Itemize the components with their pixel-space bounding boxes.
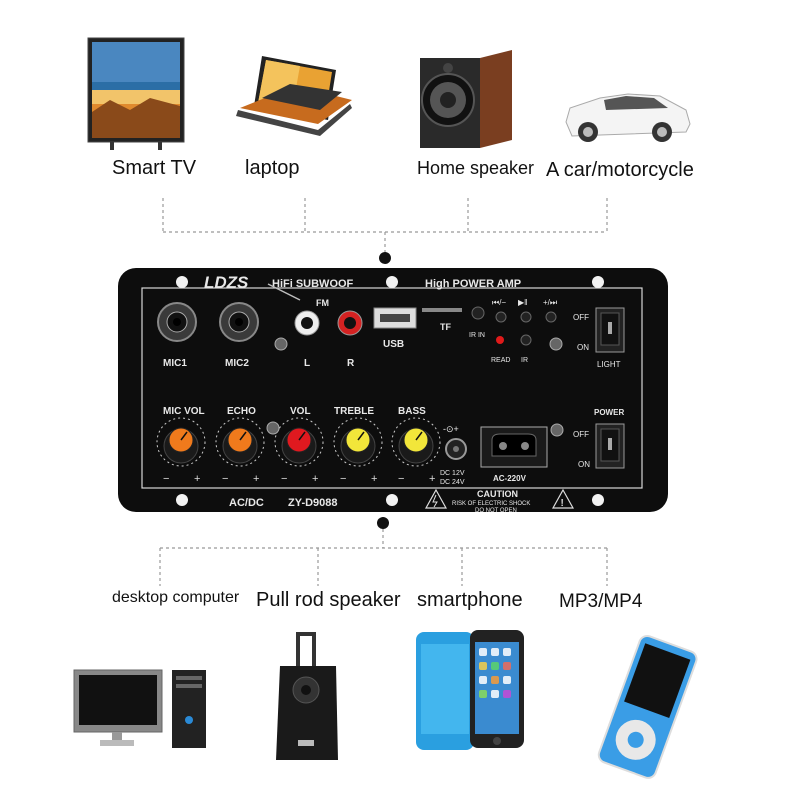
power-on-label: ON — [578, 460, 590, 469]
rca-r-label: R — [347, 358, 355, 369]
mp3-player-icon — [597, 634, 698, 779]
knob-plus-mark: + — [371, 473, 377, 485]
dc-jack-polarity: -⊙+ — [443, 424, 459, 434]
pull-rod-speaker-icon — [276, 632, 338, 760]
fm-antenna-post — [274, 337, 288, 351]
knob-minus-mark: − — [163, 473, 169, 485]
caution-line2: DO NOT OPEN — [475, 508, 517, 514]
title-right: High POWER AMP — [425, 278, 521, 290]
mic2-jack[interactable] — [219, 302, 259, 342]
desktop-computer-icon — [73, 669, 206, 748]
knob-plus-mark: + — [312, 473, 318, 485]
ir-label: IR — [521, 357, 528, 364]
knob-label-vol: VOL — [290, 406, 311, 417]
top-connector-lines — [162, 198, 608, 264]
brand-logo: LDZS — [204, 273, 249, 292]
car-icon — [565, 93, 691, 142]
device-label-car: A car/motorcycle — [546, 159, 694, 181]
warning-icon-left — [424, 488, 448, 509]
power-screw — [550, 423, 564, 437]
dc-12v-label: DC 12V — [440, 470, 465, 477]
model-acdc: AC/DC — [229, 497, 264, 509]
mic1-label: MIC1 — [163, 358, 187, 369]
knob-label-treble: TREBLE — [334, 406, 374, 417]
rca-l-label: L — [304, 358, 310, 369]
light-on-label: ON — [577, 343, 589, 352]
light-switch[interactable] — [595, 307, 625, 353]
light-off-label: OFF — [573, 313, 589, 322]
rca-left-jack[interactable] — [294, 310, 320, 336]
device-label-mp3: MP3/MP4 — [559, 591, 643, 612]
ir-in-port — [471, 306, 485, 320]
warning-icon-right: ! — [551, 488, 575, 509]
caution-title: CAUTION — [477, 489, 518, 499]
device-label-smart-tv: Smart TV — [112, 157, 197, 179]
knob-screw — [266, 421, 280, 435]
prev-button[interactable] — [495, 311, 507, 323]
ac-power-socket[interactable] — [480, 426, 548, 468]
knob-label-bass: BASS — [398, 406, 426, 417]
usb-label: USB — [383, 339, 404, 350]
smart-tv-icon — [87, 37, 185, 150]
knob-mic-vol[interactable]: −+ — [156, 417, 206, 485]
knob-minus-mark: − — [222, 473, 228, 485]
knob-vol[interactable]: −+ — [274, 417, 324, 485]
knob-treble[interactable]: −+ — [333, 417, 383, 485]
device-label-smartphone: smartphone — [417, 589, 523, 611]
tf-label: TF — [440, 322, 451, 332]
next-button[interactable] — [545, 311, 557, 323]
ir-in-label: IR IN — [469, 332, 485, 339]
laptop-icon — [236, 56, 352, 136]
knob-echo[interactable]: −+ — [215, 417, 265, 485]
light-screw — [549, 337, 563, 351]
rca-right-jack[interactable] — [337, 310, 363, 336]
knob-minus-mark: − — [340, 473, 346, 485]
knob-label-mic-vol: MIC VOL — [163, 406, 205, 417]
home-speaker-icon — [420, 50, 512, 148]
read-label: READ — [491, 357, 510, 364]
device-label-pull-rod-speaker: Pull rod speaker — [256, 589, 401, 611]
mic1-jack[interactable] — [157, 302, 197, 342]
knob-label-echo: ECHO — [227, 406, 256, 417]
model-number: ZY-D9088 — [288, 497, 338, 509]
knob-minus-mark: − — [281, 473, 287, 485]
tf-slot[interactable] — [422, 308, 462, 312]
knob-plus-mark: + — [194, 473, 200, 485]
read-led — [496, 336, 504, 344]
next-button-label: +/⏭ — [543, 298, 557, 307]
knob-bass[interactable]: −+ — [391, 417, 441, 485]
prev-button-label: ⏮/− — [492, 298, 506, 307]
dc-power-jack[interactable] — [445, 438, 467, 460]
power-switch[interactable] — [595, 423, 625, 469]
mic2-label: MIC2 — [225, 358, 249, 369]
device-label-desktop-computer: desktop computer — [112, 589, 240, 606]
knob-minus-mark: − — [398, 473, 404, 485]
knob-plus-mark: + — [429, 473, 435, 485]
power-off-label: OFF — [573, 430, 589, 439]
mount-holes — [176, 276, 604, 506]
power-label: POWER — [594, 408, 624, 417]
device-label-laptop: laptop — [245, 157, 300, 179]
fm-label: FM — [316, 298, 329, 308]
knob-plus-mark: + — [253, 473, 259, 485]
play-pause-button[interactable] — [520, 311, 532, 323]
dc-24v-label: DC 24V — [440, 479, 465, 486]
play-button-label: ▶‖ — [518, 298, 527, 307]
ac-label: AC-220V — [493, 474, 527, 483]
caution-line1: RISK OF ELECTRIC SHOCK — [452, 501, 530, 507]
light-label: LIGHT — [597, 360, 621, 369]
antenna-wire — [267, 283, 301, 301]
title-left: HiFi SUBWOOF — [272, 278, 354, 290]
bottom-connector-lines — [159, 517, 608, 586]
ir-sensor — [520, 334, 532, 346]
device-label-home-speaker: Home speaker — [417, 158, 535, 178]
svg-text:!: ! — [561, 498, 564, 509]
smartphone-icon — [416, 630, 524, 750]
